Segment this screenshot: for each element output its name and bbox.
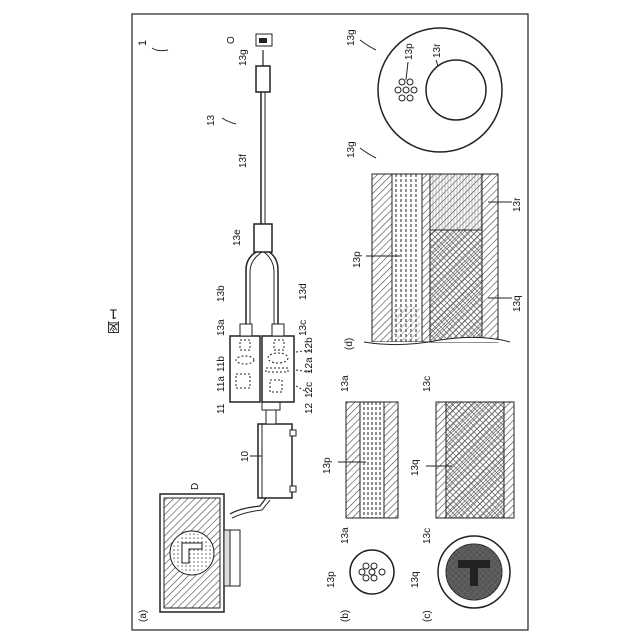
fiber-13a-longitudinal <box>346 402 398 518</box>
label-11a: 11a <box>216 376 227 392</box>
label-13b: 13b <box>216 285 227 302</box>
label-13q-c-cs: 13q <box>410 571 421 588</box>
label-13d: 13d <box>298 283 309 300</box>
fiber-13a-cross-section <box>350 550 394 594</box>
label-13c-c-top: 13c <box>422 376 433 392</box>
label-13g-tip: 13g <box>238 49 249 66</box>
label-13q-c: 13q <box>410 459 421 476</box>
label-13g-cs: 13g <box>346 29 357 46</box>
label-13: 13 <box>206 114 217 126</box>
label-display: D <box>190 483 201 490</box>
label-13a-b-top: 13a <box>340 375 351 392</box>
label-13p-d: 13p <box>352 251 363 268</box>
label-13g-d: 13g <box>346 141 357 158</box>
fiber-13c-cross-section <box>438 536 510 608</box>
label-13c-c-bottom: 13c <box>422 528 433 544</box>
image-unit <box>262 336 294 402</box>
label-13f: 13f <box>238 154 249 168</box>
label-12c: 12c <box>304 382 315 398</box>
label-13c-top: 13c <box>298 320 309 336</box>
panel-label-d: (d) <box>344 338 355 350</box>
label-13p-b-cs: 13p <box>326 571 337 588</box>
label-13p-b: 13p <box>322 457 333 474</box>
panel-label-c: (c) <box>422 610 433 622</box>
fiber-13g-longitudinal <box>364 174 510 345</box>
label-11b: 11b <box>216 356 227 372</box>
display-monitor <box>160 494 240 612</box>
label-light-unit: 11 <box>216 403 227 414</box>
label-13a-b-bottom: 13a <box>340 527 351 544</box>
label-13a-top: 13a <box>216 319 227 336</box>
label-13p-cs: 13p <box>404 43 415 60</box>
panel-label-a: (a) <box>138 610 149 622</box>
label-13q-d: 13q <box>512 295 523 312</box>
label-12b: 12b <box>304 337 315 354</box>
label-controller: 10 <box>240 450 251 462</box>
label-object: O <box>226 36 237 44</box>
label-system: 1 <box>137 40 149 46</box>
label-13e: 13e <box>232 229 243 246</box>
light-unit <box>230 336 260 402</box>
label-13r-cs: 13r <box>432 43 443 58</box>
fiber-13c-longitudinal <box>436 402 514 518</box>
label-image-unit: 12 <box>304 402 315 414</box>
label-13r-d: 13r <box>512 197 523 212</box>
panel-label-b: (b) <box>340 610 351 622</box>
controller-box <box>258 424 296 498</box>
